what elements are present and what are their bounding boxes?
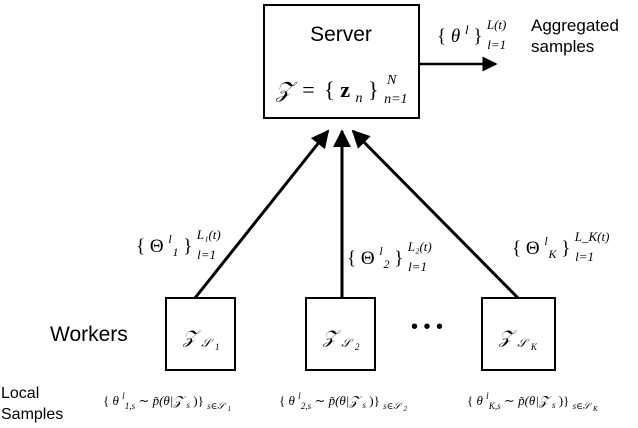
uplink-label-worker-2: { Θ l 2 } l=1 L₂(t) bbox=[347, 239, 432, 276]
server-dataset: 𝒵 = { z n } n=1 N bbox=[275, 73, 413, 108]
worker-samples-k: { θ l K,s ∼ p̃(θ|𝒵 s )} s∈𝒮 K bbox=[467, 387, 598, 413]
server-box bbox=[263, 4, 420, 119]
local-samples-line2: Samples bbox=[1, 406, 63, 423]
worker-box-k bbox=[481, 297, 556, 371]
worker-box-1 bbox=[165, 297, 236, 371]
uplink-label-worker-k: { Θ l K } l=1 L_K(t) bbox=[512, 229, 609, 266]
worker-dataset-1: 𝒵 𝒮 1 bbox=[182, 327, 220, 352]
worker-dataset-k: 𝒵 𝒮 K bbox=[498, 327, 538, 352]
aggregated-label-line1: Aggregated bbox=[531, 16, 619, 35]
local-samples-line1: Local bbox=[1, 385, 39, 402]
aggregated-theta-set: { θ l } l=1 L(t) bbox=[437, 17, 511, 54]
worker-samples-1: { θ l 1,s ∼ p̃(θ|𝒵 s )} s∈𝒮 1 bbox=[103, 387, 231, 413]
worker-box-2 bbox=[305, 297, 376, 371]
workers-label: Workers bbox=[50, 323, 128, 346]
worker-dataset-2: 𝒵 𝒮 2 bbox=[322, 327, 360, 352]
uplink-arrow-worker-k bbox=[351, 129, 520, 300]
worker-samples-2: { θ l 2,s ∼ p̃(θ|𝒵 s )} s∈𝒮 2 bbox=[279, 387, 407, 413]
workers-ellipsis: • • • bbox=[411, 316, 443, 338]
server-title: Server bbox=[310, 23, 372, 46]
uplink-arrow-worker-1 bbox=[193, 129, 330, 299]
uplink-label-worker-1: { Θ l 1 } l=1 L₁(t) bbox=[136, 227, 221, 264]
aggregated-label-line2: samples bbox=[531, 37, 594, 56]
